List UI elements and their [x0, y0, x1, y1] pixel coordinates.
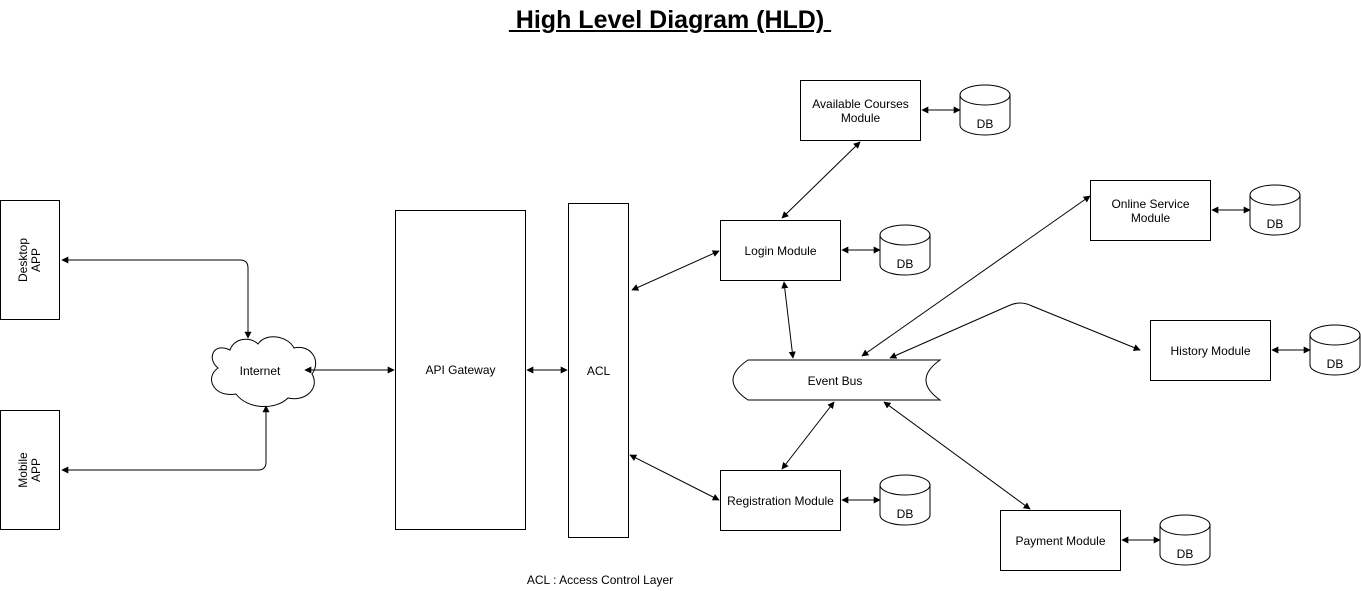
registration-module: Registration Module [720, 470, 841, 531]
db-cylinder-payment [1159, 514, 1211, 566]
db-label-online: DB [1266, 217, 1284, 231]
acl-label: ACL [586, 363, 611, 378]
internet-label: Internet [239, 364, 281, 378]
connector-acl-registration [629, 454, 720, 501]
available-courses-module: Available Courses Module [800, 80, 921, 141]
registration-module-label: Registration Module [727, 493, 834, 508]
connector-login-courses [781, 141, 861, 219]
history-module-label: History Module [1170, 343, 1251, 358]
event-bus-shape [732, 359, 942, 401]
connector-eventbus-online [861, 195, 1091, 357]
connector-eventbus-payment [883, 401, 1031, 510]
available-courses-label: Available Courses Module [812, 96, 909, 125]
mobile-app-label: Mobile APP [16, 452, 43, 488]
online-service-module: Online Service Module [1090, 180, 1211, 241]
online-service-label: Online Service Module [1111, 196, 1190, 225]
connector-mobile-internet [61, 405, 270, 474]
db-label-history: DB [1326, 357, 1344, 371]
login-module-label: Login Module [744, 243, 817, 258]
mobile-app-box: Mobile APP [0, 410, 60, 530]
db-label-payment: DB [1176, 547, 1194, 561]
db-cylinder-history [1309, 324, 1361, 376]
api-gateway-box: API Gateway [395, 210, 526, 530]
api-gateway-label: API Gateway [425, 363, 496, 377]
db-cylinder-courses [959, 84, 1011, 136]
history-module: History Module [1150, 320, 1271, 381]
desktop-app-box: Desktop APP [0, 200, 60, 320]
db-cylinder-online [1249, 184, 1301, 236]
diagram-title: High Level Diagram (HLD) [508, 6, 832, 34]
db-label-login: DB [896, 257, 914, 271]
internet-cloud [211, 336, 317, 408]
desktop-app-label: Desktop APP [16, 237, 43, 283]
payment-module: Payment Module [1000, 510, 1121, 571]
acl-box: ACL [568, 203, 629, 538]
db-label-courses: DB [976, 117, 994, 131]
connector-login-eventbus [781, 281, 796, 359]
connector-eventbus-history [889, 302, 1141, 359]
db-cylinder-login [879, 224, 931, 276]
login-module: Login Module [720, 220, 841, 281]
connector-desktop-internet [61, 256, 252, 339]
acl-footnote: ACL : Access Control Layer [526, 573, 674, 587]
connector-eventbus-registration [781, 401, 835, 470]
db-cylinder-registration [879, 474, 931, 526]
payment-module-label: Payment Module [1015, 533, 1106, 548]
connector-acl-login [631, 250, 720, 291]
event-bus-label: Event Bus [807, 374, 863, 388]
db-label-registration: DB [896, 507, 914, 521]
